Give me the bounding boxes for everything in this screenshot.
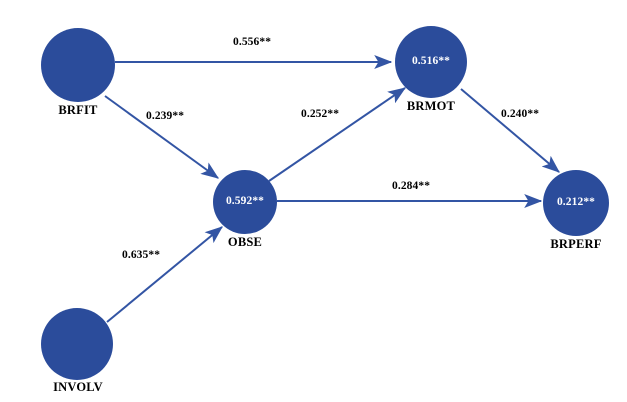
edge-obse-to-brmot	[268, 87, 406, 182]
node-brmot-value: 0.516**	[411, 55, 451, 68]
node-brperf[interactable]: 0.212**	[543, 170, 609, 236]
edge-label-involv-obse: 0.635**	[122, 249, 161, 261]
node-brperf-label: BRPERF	[550, 237, 602, 251]
edge-involv-to-obse	[106, 226, 223, 323]
edge-brfit-to-obse	[104, 95, 219, 179]
edge-label-brfit-brmot: 0.556**	[233, 36, 272, 48]
edge-label-obse-brmot: 0.252**	[301, 108, 340, 120]
edge-label-obse-brperf: 0.284**	[392, 180, 431, 192]
node-obse-label: OBSE	[227, 235, 263, 249]
node-involv-label: INVOLV	[53, 380, 103, 394]
edge-brmot-to-brperf	[460, 88, 560, 173]
edge-label-brfit-obse: 0.239**	[146, 110, 185, 122]
node-brmot-label: BRMOT	[406, 99, 456, 113]
node-involv[interactable]	[41, 308, 113, 380]
node-brfit[interactable]	[41, 28, 115, 102]
node-brperf-value: 0.212**	[556, 196, 596, 209]
node-obse[interactable]: 0.592**	[213, 170, 277, 234]
node-brfit-label: BRFIT	[58, 103, 98, 117]
node-obse-value: 0.592**	[225, 195, 265, 208]
edge-label-brmot-brperf: 0.240**	[501, 108, 540, 120]
node-brmot[interactable]: 0.516**	[395, 26, 467, 98]
